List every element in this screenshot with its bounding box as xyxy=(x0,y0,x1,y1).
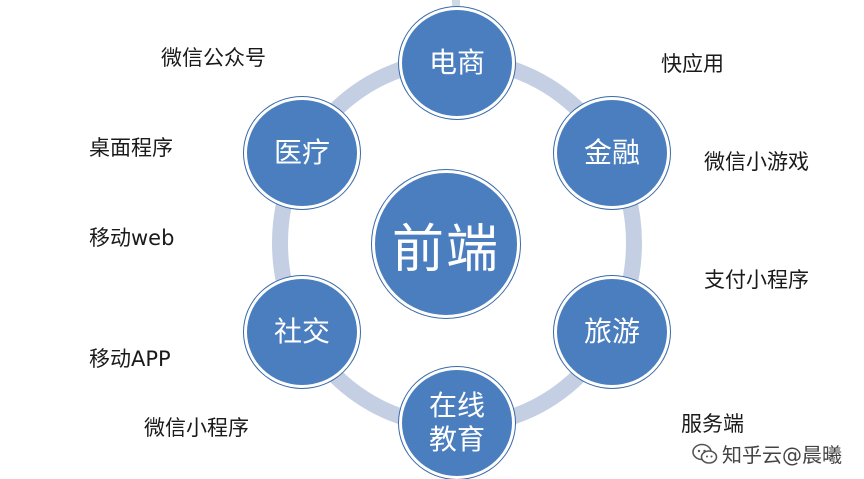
platform-label: 服务端 xyxy=(681,412,744,436)
watermark-text: 知乎云@晨曦 xyxy=(722,443,842,467)
platform-label: 快应用 xyxy=(661,52,724,76)
platform-label: 微信小游戏 xyxy=(704,150,809,174)
node-label: 医疗 xyxy=(273,136,330,169)
node-label: 社交 xyxy=(273,315,330,348)
node-label: 金融 xyxy=(583,136,640,169)
platform-label: 支付小程序 xyxy=(704,268,809,292)
node-travel: 旅游 xyxy=(554,276,670,388)
platform-label: 微信小程序 xyxy=(144,416,249,440)
watermark: 知乎云@晨曦 xyxy=(692,439,842,468)
wechat-icon xyxy=(692,443,718,464)
node-label: 在线 教育 xyxy=(428,389,485,456)
top-edge-mark xyxy=(452,0,460,6)
platform-label: 微信公众号 xyxy=(161,46,266,70)
platform-label: 移动APP xyxy=(89,347,171,371)
platform-label: 移动web xyxy=(89,226,175,250)
node-medical: 医疗 xyxy=(244,97,360,209)
node-label: 旅游 xyxy=(583,315,640,348)
node-finance: 金融 xyxy=(554,97,670,209)
node-online-education: 在线 教育 xyxy=(399,367,515,479)
platform-label: 桌面程序 xyxy=(89,136,173,160)
node-social: 社交 xyxy=(244,276,360,388)
node-ecommerce: 电商 xyxy=(399,7,515,119)
center-node-label: 前端 xyxy=(391,219,500,280)
center-node-frontend: 前端 xyxy=(372,170,520,318)
node-label: 电商 xyxy=(428,46,485,79)
